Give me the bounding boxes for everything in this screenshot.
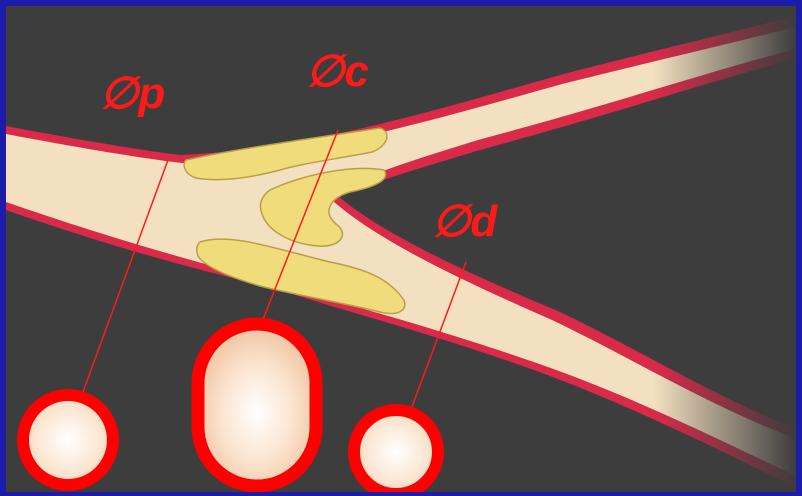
label-center: ∅c bbox=[306, 47, 369, 96]
proximal-cross-section-icon bbox=[23, 395, 113, 485]
center-cross-section-icon bbox=[198, 324, 316, 486]
label-distal: ∅d bbox=[432, 197, 498, 246]
bifurcation-diagram: ∅p ∅c ∅d bbox=[6, 6, 796, 492]
distal-cross-section-icon bbox=[354, 410, 438, 492]
label-proximal: ∅p bbox=[100, 69, 165, 118]
